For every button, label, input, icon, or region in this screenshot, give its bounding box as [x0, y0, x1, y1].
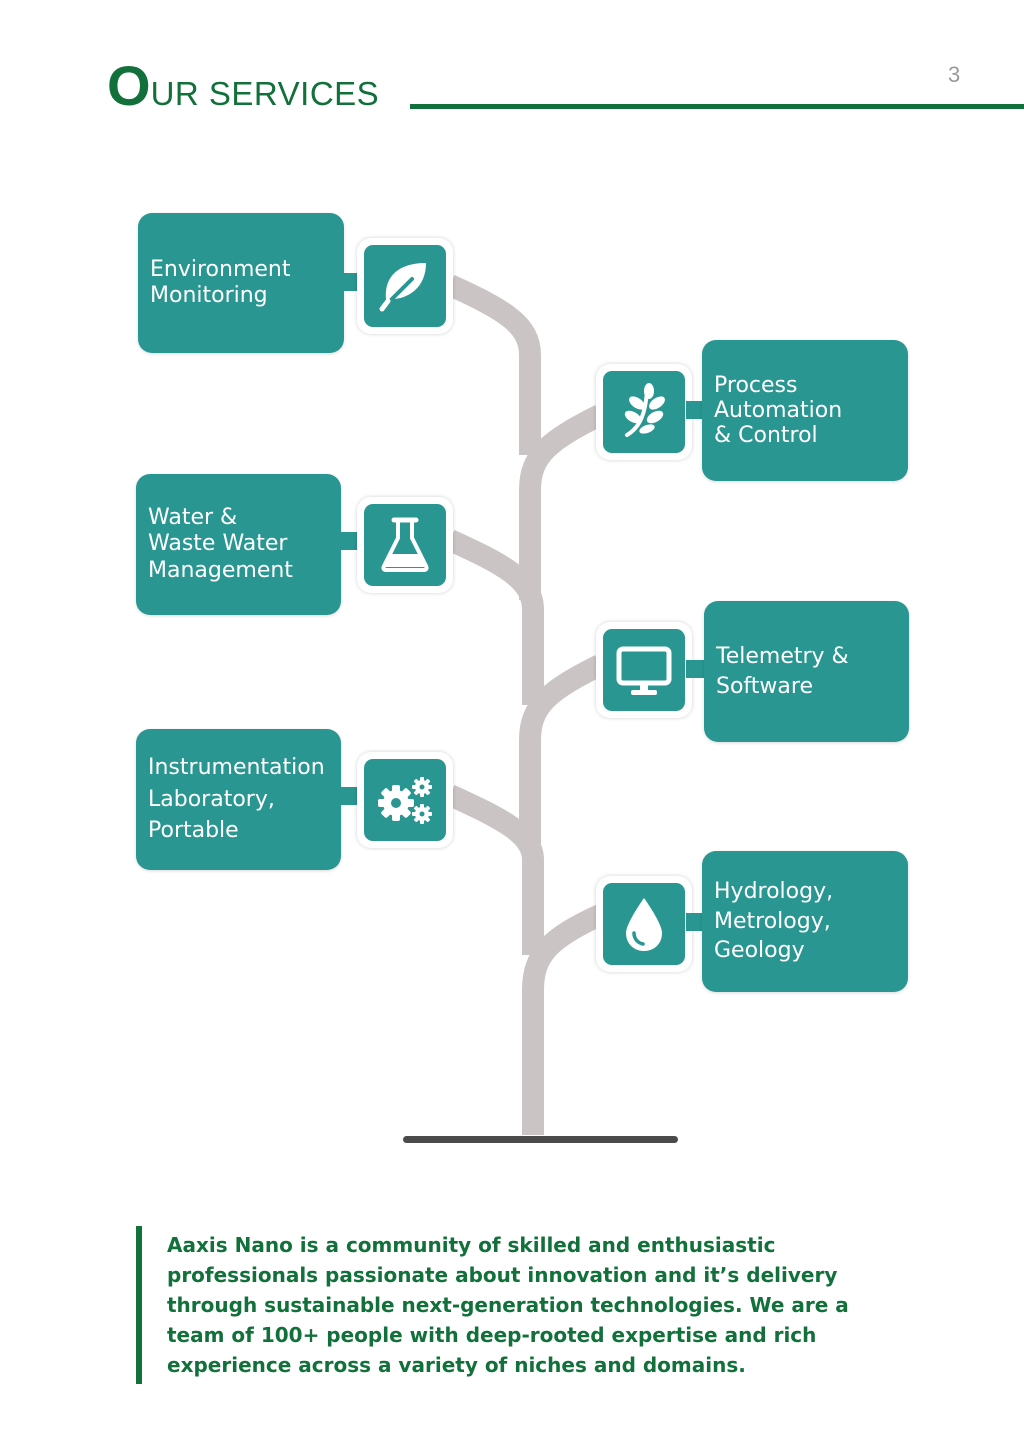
service-label: Telemetry & Software	[716, 643, 849, 699]
service-box-environment: Environment Monitoring	[138, 213, 344, 353]
service-icon-tile	[357, 238, 453, 334]
connector	[686, 401, 704, 419]
flask-icon	[381, 517, 429, 572]
service-icon-tile	[596, 622, 692, 718]
service-box-process-automation: Process Automation & Control	[702, 340, 908, 481]
service-icon-tile	[596, 364, 692, 460]
monitor-icon	[616, 646, 672, 695]
service-icon-tile	[357, 497, 453, 593]
branch-water	[445, 529, 544, 705]
branch-hydrology	[522, 905, 605, 991]
tree-ground-line	[403, 1136, 678, 1143]
page-title: OUR SERVICES	[107, 58, 379, 114]
connector	[686, 660, 706, 678]
herb-icon	[624, 383, 665, 437]
title-rest: UR SERVICES	[150, 75, 380, 112]
quote-accent-bar	[136, 1226, 142, 1384]
service-box-telemetry: Telemetry & Software	[704, 601, 909, 742]
branch-instrumentation	[445, 784, 544, 955]
service-label: Instrumentation Laboratory, Portable	[148, 754, 325, 844]
branch-process	[519, 405, 605, 600]
service-label: Process Automation & Control	[714, 372, 843, 449]
service-icon-tile	[357, 752, 453, 848]
connector	[686, 913, 704, 931]
service-box-water: Water & Waste Water Management	[136, 474, 341, 615]
gears-icon	[378, 777, 432, 824]
service-label: Environment Monitoring	[150, 256, 291, 308]
leaf-icon	[379, 263, 426, 312]
title-initial: O	[107, 54, 151, 117]
page-number: 3	[948, 62, 961, 87]
branch-environment	[445, 274, 541, 455]
service-box-hydrology: Hydrology, Metrology, Geology	[702, 851, 908, 992]
service-icon-tile	[596, 876, 692, 972]
about-paragraph: Aaxis Nano is a community of skilled and…	[167, 1233, 849, 1377]
service-box-instrumentation: Instrumentation Laboratory, Portable	[136, 729, 341, 870]
service-label: Hydrology, Metrology, Geology	[714, 878, 834, 964]
title-divider	[410, 104, 1024, 109]
water-drop-icon	[626, 898, 662, 951]
service-label: Water & Waste Water Management	[148, 504, 293, 583]
